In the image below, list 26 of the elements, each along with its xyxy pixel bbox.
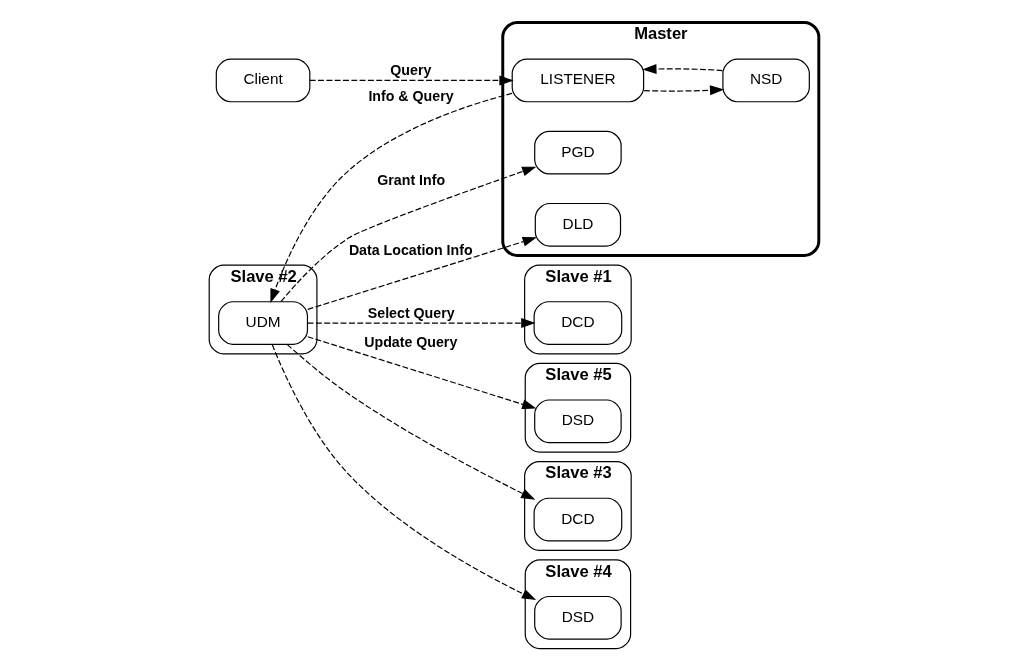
node-box: DLD [534,202,621,247]
arrow [269,92,513,303]
node-box: DCD [533,301,622,345]
arrow [279,166,536,303]
node-box: NSD [721,58,810,103]
node-box: LISTENER [511,58,644,103]
arrow [286,344,535,500]
node-box: UDM [217,301,308,345]
node-box: DCD [533,497,622,542]
edge-label: Select Query [367,304,455,321]
edge-label: Query [389,62,431,79]
node-box: DSD [533,595,622,640]
arrow [308,75,514,86]
edge-label: Update Query [363,334,457,351]
node-box: Client [215,58,310,103]
arrow [271,344,536,601]
arrow [643,85,724,96]
arrow [306,336,536,410]
edge-label: Info & Query [367,88,454,105]
node-box: PGD [533,130,622,175]
node-box: DSD [533,399,622,444]
arrow [641,64,723,74]
arrow [306,318,535,329]
edge-label: Grant Info [376,172,445,189]
edge-label: Data Location Info [348,242,473,259]
arrow [306,236,537,310]
